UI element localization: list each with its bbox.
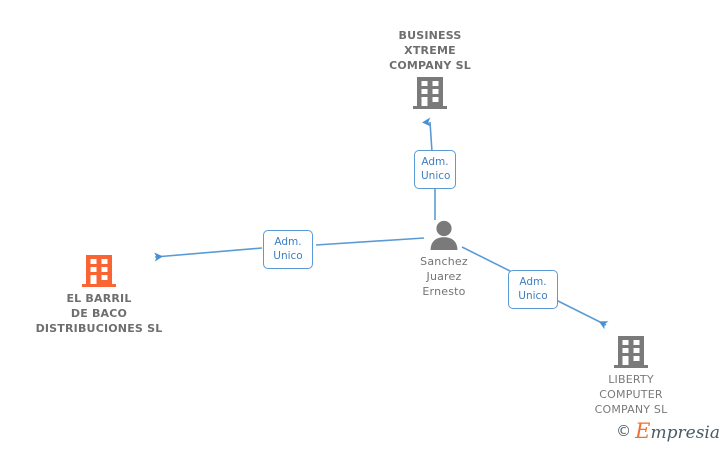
node-label-sanchez-juarez-ernesto: Sanchez Juarez Ernesto	[420, 255, 468, 298]
building-icon	[14, 255, 184, 287]
relation-label-liberty[interactable]: Adm. Unico	[508, 270, 558, 309]
node-label-el-barril-de-baco: EL BARRIL DE BACO DISTRIBUCIONES SL	[35, 292, 163, 335]
building-icon	[546, 336, 716, 368]
watermark-brand-initial: E	[635, 419, 651, 443]
watermark-brand-rest: mpresia	[650, 423, 721, 443]
node-sanchez-juarez-ernesto[interactable]: Sanchez Juarez Ernesto	[359, 220, 529, 299]
node-liberty-computer[interactable]: LIBERTY COMPUTER COMPANY SL	[546, 336, 716, 417]
empresia-watermark: © Empresia	[616, 421, 720, 442]
connector-label-to-business-xtreme	[422, 117, 433, 153]
building-icon	[345, 77, 515, 109]
watermark-brand: Empresia	[635, 421, 720, 442]
copyright-icon: ©	[616, 422, 632, 440]
connector-label-to-liberty	[555, 299, 609, 330]
node-business-xtreme[interactable]: BUSINESS XTREME COMPANY SL	[345, 28, 515, 109]
relation-label-business-xtreme[interactable]: Adm. Unico	[414, 150, 456, 189]
node-label-business-xtreme: BUSINESS XTREME COMPANY SL	[389, 29, 471, 72]
person-icon	[359, 220, 529, 250]
node-el-barril-de-baco[interactable]: EL BARRIL DE BACO DISTRIBUCIONES SL	[14, 255, 184, 336]
node-label-liberty-computer: LIBERTY COMPUTER COMPANY SL	[594, 373, 668, 416]
relation-label-el-barril[interactable]: Adm. Unico	[263, 230, 313, 269]
